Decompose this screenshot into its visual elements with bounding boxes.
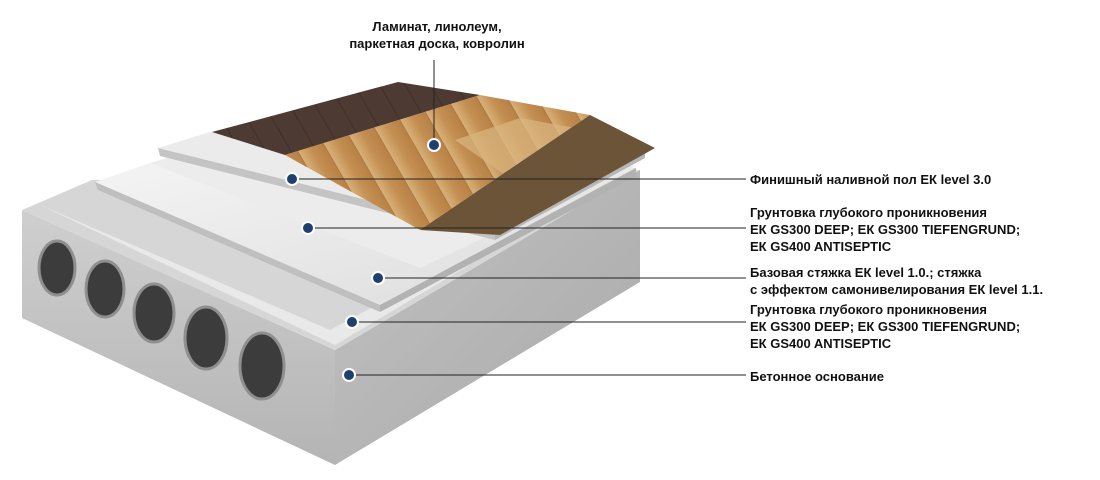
base-screed-label: Базовая стяжка ЕК level 1.0.; стяжка с э…: [750, 264, 1043, 298]
hollow-core: [183, 305, 229, 371]
dark-wood-laminate: [212, 82, 480, 155]
marker-dot-screed: [371, 271, 385, 285]
hollow-core: [84, 259, 126, 319]
label-line: ЕК GS300 DEEP; ЕК GS300 TIEFENGRUND;: [750, 319, 1021, 334]
label-line: Бетонное основание: [750, 369, 884, 384]
marker-dot-finish: [285, 172, 299, 186]
label-line: Грунтовка глубокого проникновения: [750, 205, 988, 220]
label-line: Грунтовка глубокого проникновения: [750, 302, 988, 317]
floor-covering-label: Ламинат, линолеум, паркетная доска, ковр…: [322, 18, 552, 52]
concrete-base-label: Бетонное основание: [750, 368, 884, 385]
primer-lower-label: Грунтовка глубокого проникновения ЕК GS3…: [750, 301, 1020, 352]
hollow-core: [37, 239, 77, 297]
marker-dot-top: [427, 138, 441, 152]
markers: [285, 138, 441, 382]
finish-floor-label: Финишный наливной пол ЕК level 3.0: [750, 171, 991, 188]
label-line: ЕК GS400 ANTISEPTIC: [750, 239, 892, 254]
label-line: с эффектом самонивелирования ЕК level 1.…: [750, 282, 1044, 297]
hollow-core: [132, 282, 176, 344]
slab-hollow-cores: [37, 239, 286, 401]
marker-dot-primer-2: [345, 315, 359, 329]
carpet-covering: [420, 115, 655, 235]
screed-front-edge: [95, 182, 380, 312]
primer-upper-label: Грунтовка глубокого проникновения ЕК GS3…: [750, 204, 1020, 255]
label-line: Базовая стяжка ЕК level 1.0.; стяжка: [750, 265, 982, 280]
marker-dot-primer-1: [301, 221, 315, 235]
label-line: Ламинат, линолеум,: [372, 19, 502, 34]
marker-dot-base: [342, 368, 356, 382]
primer-layer-lower: [40, 168, 632, 345]
label-line: паркетная доска, ковролин: [349, 36, 525, 51]
slab-side-face: [335, 170, 640, 465]
floor-coverings: [212, 82, 655, 235]
screed-side-edge: [380, 168, 636, 312]
label-line: ЕК GS300 DEEP; ЕК GS300 TIEFENGRUND;: [750, 222, 1021, 237]
label-line: ЕК GS400 ANTISEPTIC: [750, 336, 892, 351]
leader-lines: [292, 60, 746, 376]
label-line: Финишный наливной пол ЕК level 3.0: [750, 172, 992, 187]
parquet-inlay: [455, 118, 575, 175]
hollow-core: [238, 331, 286, 401]
